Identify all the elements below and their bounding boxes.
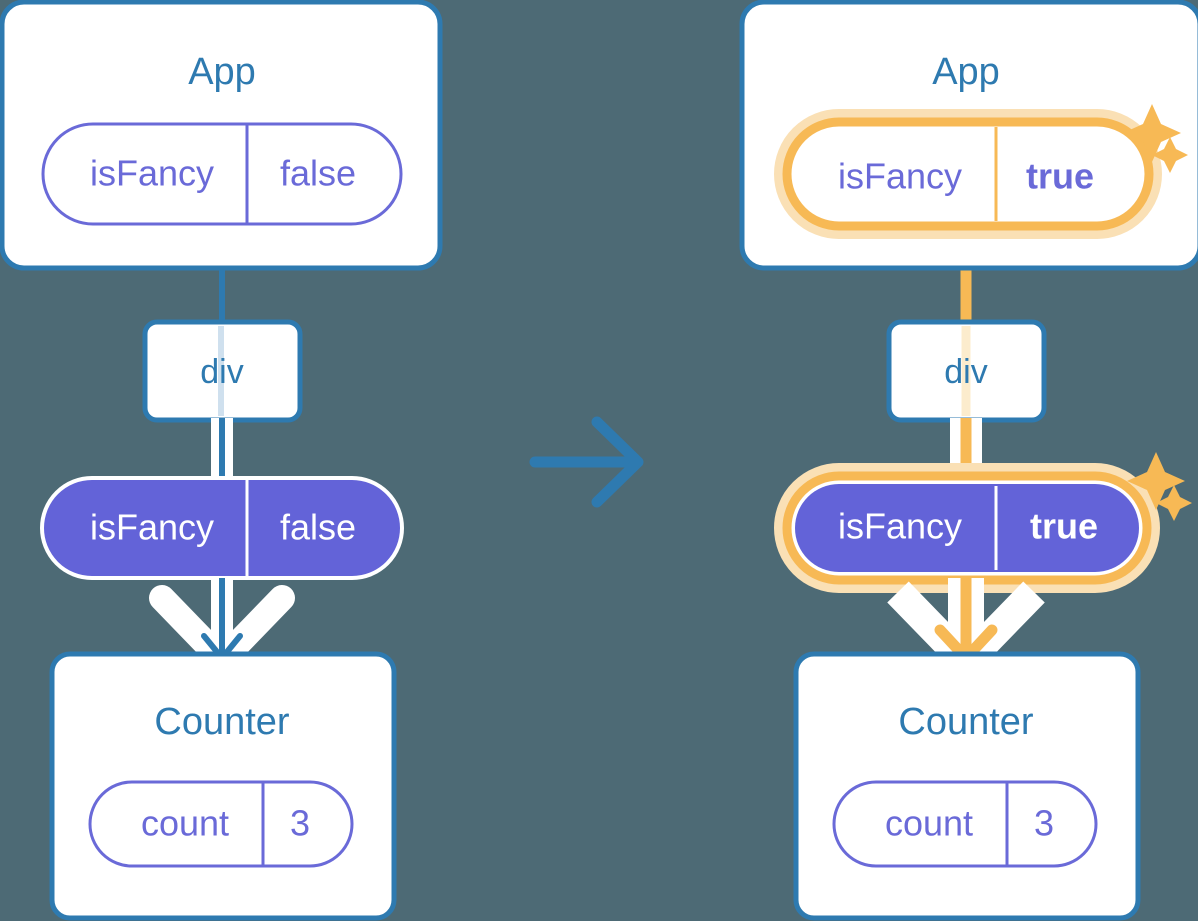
arrow-right-icon-head — [591, 416, 644, 508]
panel-after: App isFancy true — [739, 0, 1198, 921]
prop-pill-value: false — [280, 153, 356, 194]
counter-card-title: Counter — [154, 701, 290, 743]
sparkle-icon-small — [1152, 137, 1188, 173]
connector-div-to-pill-before — [211, 418, 233, 486]
counter-prop-pill-rect — [88, 780, 354, 868]
sparkle-icon-large — [1127, 452, 1185, 510]
prop-pill-filled-name: isFancy — [838, 506, 962, 547]
flow-arrow-before — [149, 578, 295, 673]
app-card-title: App — [188, 51, 256, 93]
counter-prop-pill-before: count 3 — [88, 780, 354, 868]
prop-pill-filled-after: isFancy true — [774, 452, 1192, 593]
prop-pill-filled-before: isFancy false — [40, 476, 404, 580]
counter-card-after: Counter count 3 — [793, 651, 1141, 921]
prop-pill-name: isFancy — [838, 156, 962, 197]
app-card-after: App isFancy true — [739, 0, 1198, 271]
sparkle-icon-small — [1156, 485, 1192, 521]
counter-prop-name: count — [141, 803, 229, 844]
div-card-label: div — [944, 353, 987, 391]
counter-prop-pill-after: count 3 — [832, 780, 1098, 868]
prop-pill-filled-value: false — [280, 507, 356, 548]
sparkle-icon-group-pill — [1127, 452, 1192, 521]
transition-arrow — [529, 416, 644, 508]
counter-card-before: Counter count 3 — [49, 651, 397, 921]
app-card-title: App — [932, 51, 1000, 93]
div-card-before: div — [142, 319, 303, 423]
prop-pill-filled-value: true — [1030, 506, 1098, 547]
counter-prop-value: 3 — [290, 803, 310, 844]
app-prop-pill-after: isFancy true — [774, 109, 1162, 239]
sparkle-icon-large — [1123, 104, 1181, 162]
panel-before: App isFancy false div — [0, 0, 443, 921]
prop-pill-name: isFancy — [90, 153, 214, 194]
prop-pill-filled-rect — [795, 484, 1139, 572]
sparkle-icon-group-app — [1123, 104, 1188, 173]
prop-pill-value: true — [1026, 156, 1094, 197]
counter-card-title: Counter — [898, 701, 1034, 743]
counter-prop-pill-rect — [832, 780, 1098, 868]
prop-pill-outline — [41, 122, 403, 226]
prop-pill-highlight-ring — [782, 117, 1154, 231]
div-card-label: div — [200, 353, 243, 391]
div-card-after: div — [886, 319, 1047, 423]
prop-pill-filled-name: isFancy — [90, 507, 214, 548]
counter-prop-name: count — [885, 803, 973, 844]
prop-pill-glow — [774, 109, 1162, 239]
app-prop-pill-before: isFancy false — [41, 122, 403, 226]
counter-prop-value: 3 — [1034, 803, 1054, 844]
app-card-before: App isFancy false — [0, 0, 443, 271]
